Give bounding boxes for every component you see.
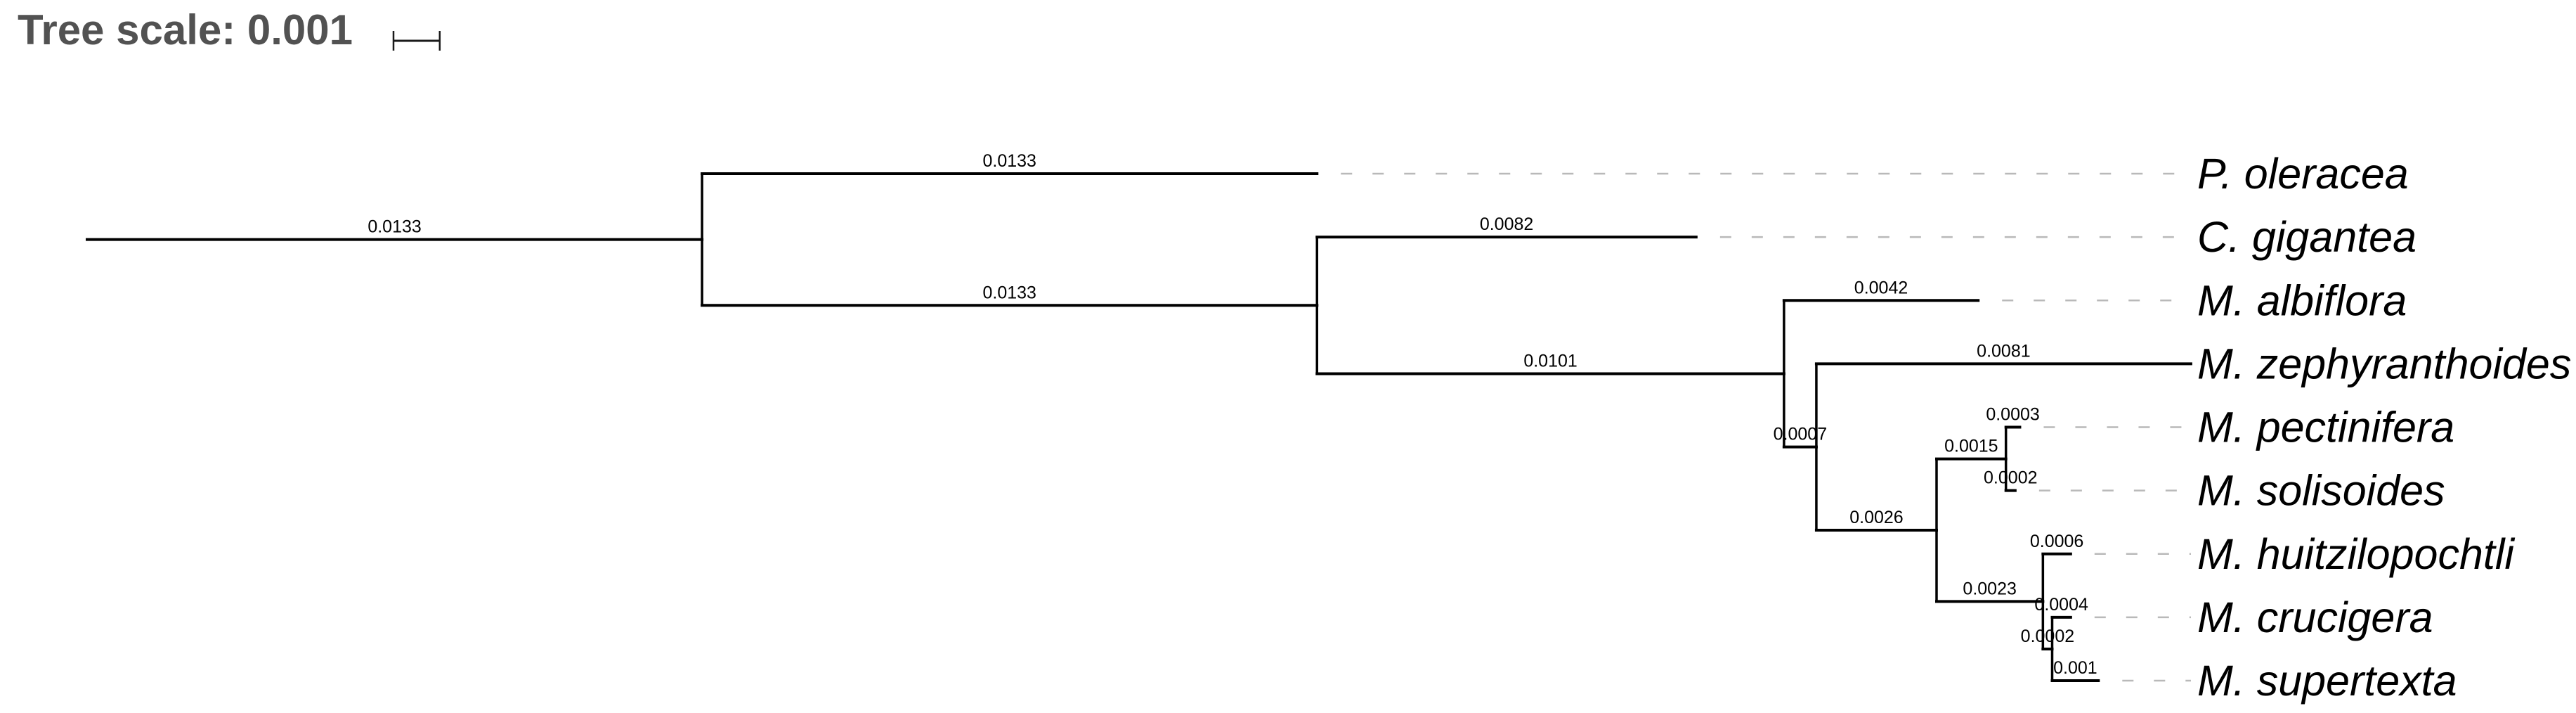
- branch-length-label: 0.0003: [1986, 405, 2039, 425]
- branch-length-label: 0.0002: [1984, 468, 2037, 488]
- branch-length-label: 0.0007: [1774, 425, 1827, 444]
- leaf-label-m-crucigera[interactable]: M. crucigera: [2197, 593, 2433, 641]
- branch-length-label: 0.0081: [1977, 341, 2030, 361]
- branch-length-label: 0.0101: [1523, 351, 1577, 371]
- leaf-label-p-oleracea[interactable]: P. oleracea: [2197, 150, 2409, 198]
- leaf-label-m-albiflora[interactable]: M. albiflora: [2197, 276, 2407, 324]
- branch-length-label: 0.0002: [2021, 627, 2074, 646]
- branch-length-label: 0.0042: [1854, 278, 1908, 297]
- branch-length-label: 0.0023: [1963, 579, 2016, 598]
- branch-length-label: 0.0006: [2030, 532, 2083, 551]
- leaf-label-m-huitzilopochtli[interactable]: M. huitzilopochtli: [2197, 530, 2515, 578]
- leaf-label-m-supertexta[interactable]: M. supertexta: [2197, 657, 2457, 705]
- branch-length-label: 0.0133: [982, 151, 1036, 171]
- leaf-label-m-pectinifera[interactable]: M. pectinifera: [2197, 404, 2454, 451]
- branch-length-label: 0.0015: [1944, 437, 1998, 456]
- branch-length-label: 0.0133: [367, 217, 421, 237]
- leaf-label-m-solisoides[interactable]: M. solisoides: [2197, 467, 2445, 515]
- branch-length-label: 0.0004: [2034, 595, 2088, 615]
- branch-length-label: 0.0082: [1480, 214, 1533, 234]
- leaf-label-m-zephyranthoides[interactable]: M. zephyranthoides: [2197, 340, 2571, 387]
- branch-length-label: 0.0026: [1849, 508, 1903, 527]
- branch-length-label: 0.0133: [982, 283, 1036, 302]
- branch-length-label: 0.001: [2053, 658, 2097, 678]
- tree-scale-label: Tree scale: 0.001: [18, 6, 353, 53]
- leaf-label-c-gigantea[interactable]: C. gigantea: [2197, 213, 2416, 261]
